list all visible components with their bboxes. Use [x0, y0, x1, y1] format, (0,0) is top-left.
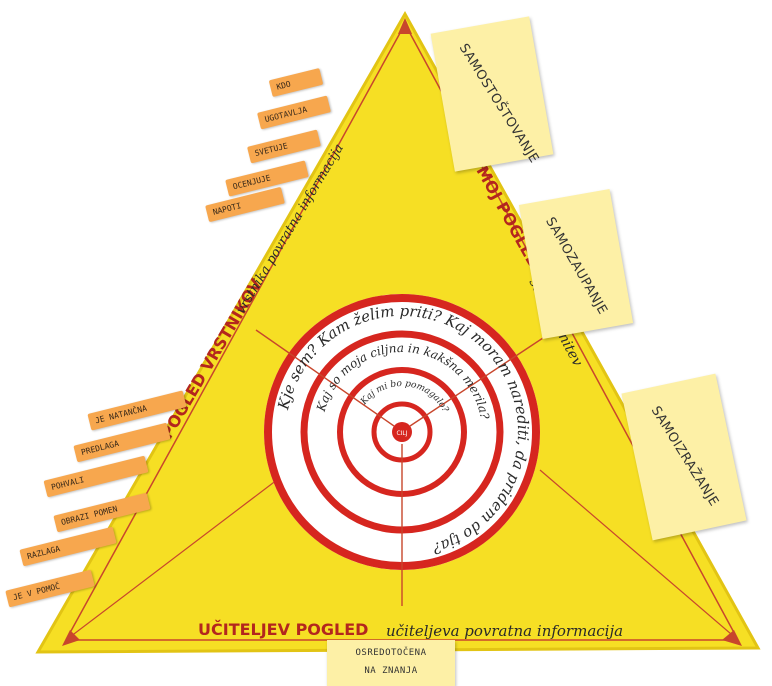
bullseye-label: CILJ — [396, 430, 407, 437]
bottom-side-title: UČITELJEV POGLED — [198, 620, 368, 639]
sticky-note-knowledge-focus: OSREDOTOČENA NA ZNANJA — [327, 640, 455, 686]
bottom-side-subtitle: učiteljeva povratna informacija — [386, 622, 623, 640]
note-line-1: OSREDOTOČENA — [327, 648, 455, 658]
sticky-note-text: SAMOSTOŠTOVANJE — [456, 41, 542, 166]
sticky-note-text: SAMOIZRAŽANJE — [648, 404, 722, 510]
sticky-note-text: SAMOZAUPANJE — [542, 215, 610, 318]
note-line-2: NA ZNANJA — [327, 666, 455, 676]
